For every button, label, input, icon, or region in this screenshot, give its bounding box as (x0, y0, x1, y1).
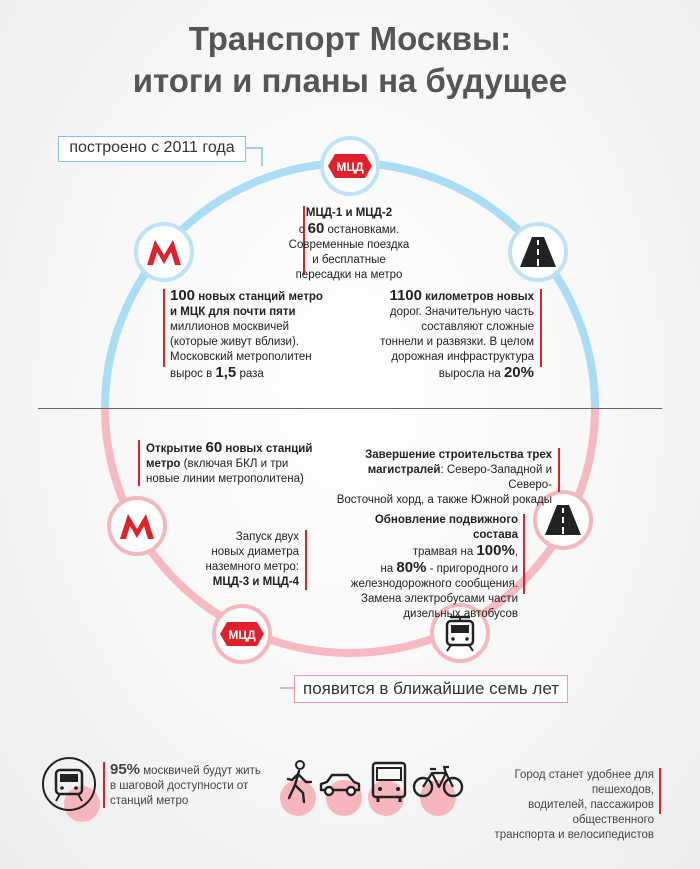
page-title: Транспорт Москвы: итоги и планы на будущ… (0, 18, 700, 102)
mcd-top-icon-circle: МЦД (320, 136, 380, 196)
footer-metro-icon-circle (42, 757, 96, 811)
accent-bar (558, 448, 560, 492)
label-top-connector (244, 147, 263, 166)
text-mcd-planned: Запуск двух новых диаметра наземного мет… (205, 531, 299, 588)
mcd-bottom-icon-circle: МЦД (212, 604, 272, 664)
svg-text:МЦД: МЦД (228, 628, 256, 642)
section-divider (38, 408, 662, 409)
accent-bar (523, 514, 525, 594)
car-icon (319, 773, 361, 797)
accent-bar (103, 762, 105, 808)
footer-accent-circle (280, 780, 316, 816)
text-metro-planned: Открытие 60 новых станций метро (включая… (146, 439, 313, 485)
text-highways-planned: Завершение строительства трех магистрале… (336, 449, 552, 506)
accent-bar (540, 289, 542, 367)
text-mcd-built: МЦД-1 и МЦД-2 с 60 остановками. Современ… (288, 207, 410, 281)
mcd-icon: МЦД (328, 154, 372, 178)
label-coming-soon: появится в ближайшие семь лет (294, 675, 568, 703)
footer-accent-circle (326, 780, 362, 816)
road-top-icon-circle (508, 222, 568, 282)
metro-top-icon-circle (134, 222, 194, 282)
footer-right-text: Город станет удобнее для пешеходов, води… (494, 769, 654, 841)
accent-bar (138, 440, 140, 486)
text-metro-built: 100 новых станций метро и МЦК для почти … (170, 287, 323, 381)
train-icon (445, 615, 475, 652)
accent-bar (659, 768, 661, 814)
accent-bar (305, 530, 307, 590)
metro-icon (147, 240, 181, 265)
road-icon (520, 237, 556, 267)
label-built-since: построено с 2011 года (58, 136, 246, 162)
road-bottom-icon-circle (533, 490, 593, 550)
title-line-2: итоги и планы на будущее (132, 62, 568, 99)
ring-future (101, 408, 599, 657)
footer-left-text: 95% москвичей будут жить в шаговой досту… (110, 761, 261, 807)
svg-text:МЦД: МЦД (336, 160, 364, 174)
title-line-1: Транспорт Москвы: (188, 20, 512, 57)
metro-icon (120, 514, 154, 539)
accent-bar (303, 206, 305, 274)
train-icon (54, 768, 84, 802)
text-rolling-stock-planned: Обновление подвижного состава трамвая на… (350, 514, 518, 620)
metro-bottom-icon-circle (107, 496, 167, 556)
accent-bar (163, 289, 165, 367)
bicycle-icon (412, 765, 464, 798)
pedestrian-icon (286, 760, 313, 804)
road-icon (545, 505, 581, 535)
text-roads-built: 1100 километров новых дорог. Значительну… (380, 287, 534, 381)
mcd-icon: МЦД (220, 622, 264, 646)
bus-icon (371, 761, 407, 802)
train-bottom-icon-circle (430, 603, 490, 663)
